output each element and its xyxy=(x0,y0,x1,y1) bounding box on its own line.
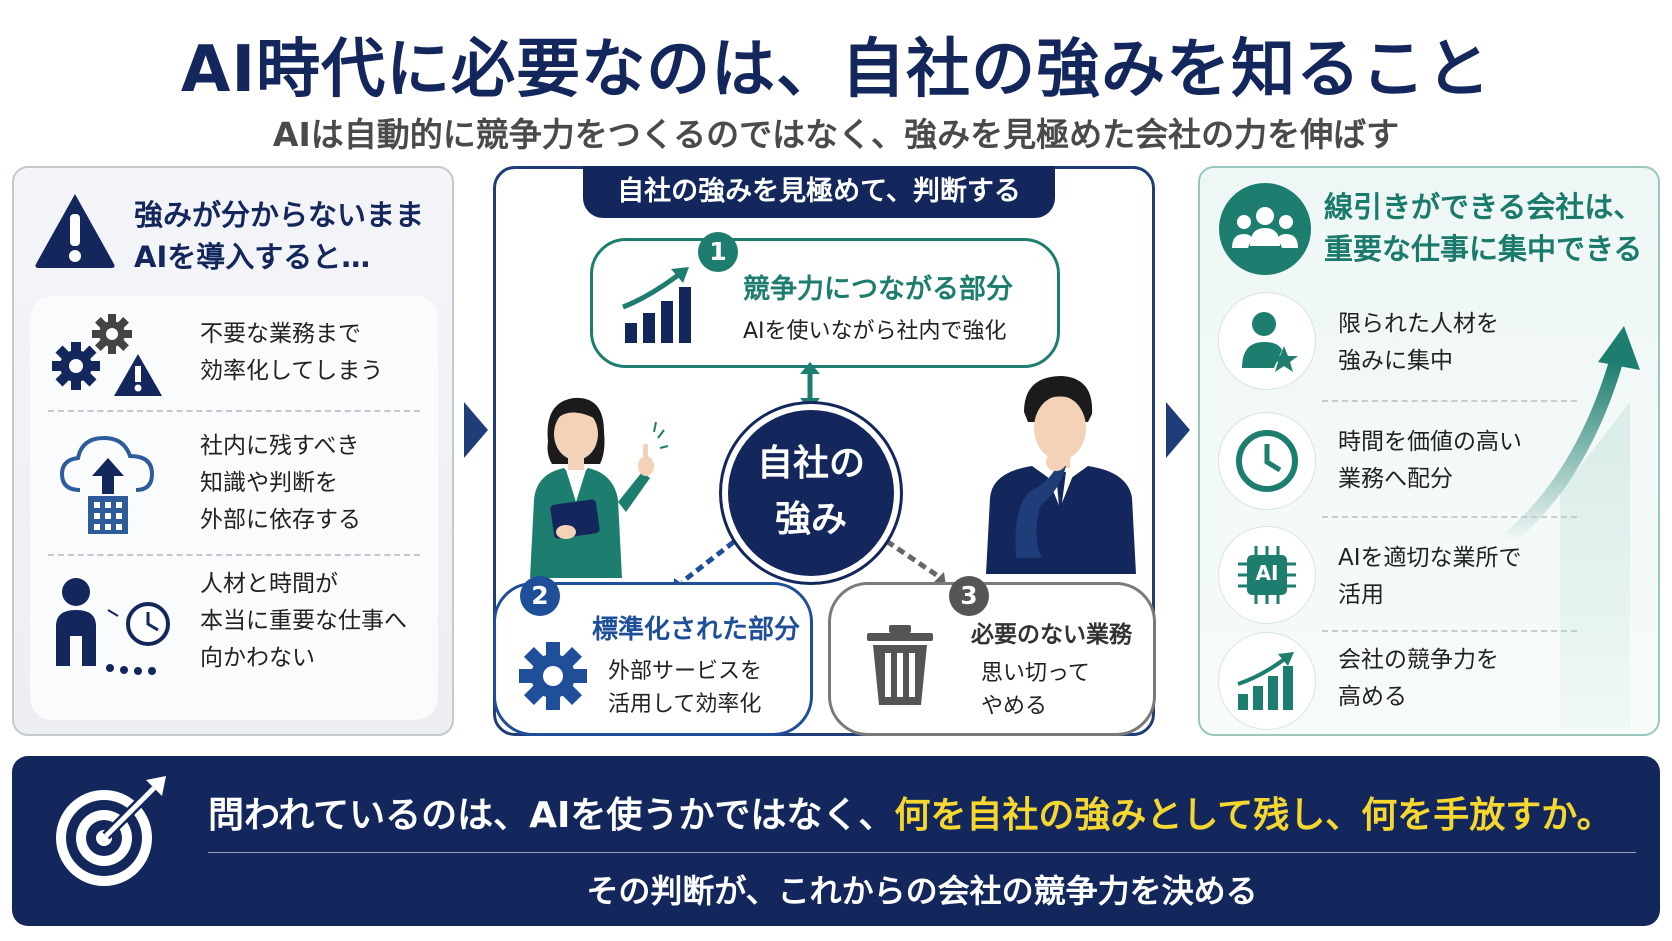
box2-title: 標準化された部分 xyxy=(592,615,801,645)
bottom-sub-message: その判断が、これからの会社の競争力を決める xyxy=(586,872,1258,910)
core-strength-label: 自社の 強み xyxy=(722,436,900,548)
right-item-icon-circle xyxy=(1218,292,1316,390)
warning-icon xyxy=(35,194,115,268)
right-item-competitiveness: 会社の競争力を 高める xyxy=(1338,642,1499,716)
target-icon xyxy=(56,776,166,886)
person-star-icon xyxy=(1242,312,1298,372)
right-item3-line2: 活用 xyxy=(1338,582,1384,608)
bottom-main-message: 問われているのは、AIを使うかではなく、何を自社の強みとして残し、何を手放すか。 xyxy=(208,786,1648,838)
box1-title: 競争力につながる部分 xyxy=(743,274,1013,305)
left-item2-line2: 知識や判断を xyxy=(200,470,338,496)
left-item2-line3: 外部に依存する xyxy=(200,507,361,533)
right-item3-line1: AIを適切な業所で xyxy=(1338,545,1522,571)
right-item-focus-talent: 限られた人材を 強みに集中 xyxy=(1338,306,1499,380)
cloud-upload-building-icon xyxy=(59,435,155,534)
box3-desc: 思い切って やめる xyxy=(981,657,1090,723)
bottom-message-bar xyxy=(12,756,1660,926)
right-panel-heading: 線引きができる会社は、 重要な仕事に集中できる xyxy=(1324,186,1642,270)
growth-chart-icon xyxy=(622,267,691,343)
box3-desc-line2: やめる xyxy=(981,694,1048,719)
woman-with-tablet-illustration xyxy=(530,397,669,578)
left-item3-line2: 本当に重要な仕事へ xyxy=(200,608,407,634)
thinking-man-illustration xyxy=(986,376,1136,574)
box-competitive-part: 競争力につながる部分 AIを使いながら社内で強化 xyxy=(590,238,1060,368)
left-heading-line1: 強みが分からないまま xyxy=(134,198,425,232)
right-item4-line2: 高める xyxy=(1338,684,1407,710)
center-panel-heading: 自社の強みを見極めて、判断する xyxy=(583,166,1055,218)
rising-arrow-graphic xyxy=(1500,326,1640,728)
left-issue-list: 不要な業務まで 効率化してしまう 社内に残すべき 知識や判断を 外部に依存する xyxy=(30,296,438,720)
right-item-ai-usage: AIを適切な業所で 活用 xyxy=(1338,540,1522,614)
box3-desc-line1: 思い切って xyxy=(981,661,1090,686)
page-subtitle: AIは自動的に競争力をつくるのではなく、強みを見極めた会社の力を伸ばす xyxy=(272,115,1400,154)
box3-title: 必要のない業務 xyxy=(971,622,1132,648)
right-item1-line2: 強みに集中 xyxy=(1338,348,1453,374)
left-panel: 強みが分からないまま AIを導入すると… xyxy=(12,166,454,736)
gears-warning-icon xyxy=(52,314,162,396)
clock-icon xyxy=(1236,430,1298,492)
bottom-main-prefix: 問われているのは、AIを使うかではなく、 xyxy=(208,795,895,836)
right-item-time-allocation: 時間を価値の高い 業務へ配分 xyxy=(1338,424,1522,498)
box-unnecessary-work: 必要のない業務 思い切って やめる xyxy=(828,582,1156,736)
box2-desc: 外部サービスを 活用して効率化 xyxy=(608,655,762,721)
left-heading-line2: AIを導入すると… xyxy=(134,240,371,274)
growth-chart-icon xyxy=(1237,652,1294,710)
left-item1-line2: 効率化してしまう xyxy=(200,358,384,384)
person-clock-icon xyxy=(56,578,170,675)
left-item-text: 不要な業務まで 効率化してしまう xyxy=(200,316,383,390)
right-heading-line1: 線引きができる会社は、 xyxy=(1324,190,1643,224)
box2-number-badge: 2 xyxy=(520,576,560,616)
gear-icon xyxy=(519,642,587,710)
left-item-unneeded-efficiency: 不要な業務まで 効率化してしまう xyxy=(30,296,438,410)
bottom-divider xyxy=(208,852,1636,853)
left-item3-line3: 向かわない xyxy=(200,645,315,671)
left-item-text: 人材と時間が 本当に重要な仕事へ 向かわない xyxy=(200,566,407,677)
chevron-right-icon xyxy=(1166,402,1190,458)
divider xyxy=(48,410,420,412)
bottom-main-highlight: 何を自社の強みとして残し、何を手放すか。 xyxy=(894,795,1613,836)
core-line2: 強み xyxy=(774,499,847,540)
page-title: AI時代に必要なのは、自社の強みを知ること xyxy=(180,33,1492,107)
left-item1-line1: 不要な業務まで xyxy=(200,321,361,347)
divider xyxy=(1322,400,1577,402)
right-item-icon-circle xyxy=(1218,632,1316,730)
left-panel-heading: 強みが分からないまま AIを導入すると… xyxy=(134,194,424,278)
left-item-text: 社内に残すべき 知識や判断を 外部に依存する xyxy=(200,428,361,539)
box2-desc-line2: 活用して効率化 xyxy=(608,692,762,717)
chevron-right-icon xyxy=(464,402,488,458)
divider xyxy=(1322,516,1577,518)
left-item-external-dependence: 社内に残すべき 知識や判断を 外部に依存する xyxy=(30,412,438,554)
divider xyxy=(48,554,420,556)
right-item2-line2: 業務へ配分 xyxy=(1338,466,1453,492)
left-item-misallocated-time: 人材と時間が 本当に重要な仕事へ 向かわない xyxy=(30,556,438,706)
core-strength-circle xyxy=(722,404,900,582)
divider xyxy=(1322,630,1577,632)
right-item2-line1: 時間を価値の高い xyxy=(1338,429,1522,455)
box1-number-badge: 1 xyxy=(698,232,738,272)
trash-icon xyxy=(867,625,933,705)
right-heading-line2: 重要な仕事に集中できる xyxy=(1324,232,1643,266)
core-line1: 自社の xyxy=(756,443,865,484)
left-item2-line1: 社内に残すべき xyxy=(200,433,360,459)
box1-desc: AIを使いながら社内で強化 xyxy=(743,319,1007,344)
team-icon xyxy=(1219,183,1311,275)
right-item4-line1: 会社の競争力を xyxy=(1338,647,1499,673)
box3-number-badge: 3 xyxy=(949,576,989,616)
box2-desc-line1: 外部サービスを xyxy=(608,659,763,684)
right-item1-line1: 限られた人材を xyxy=(1338,311,1499,337)
ai-chip-label: AI xyxy=(1255,561,1279,585)
left-item3-line1: 人材と時間が xyxy=(200,571,338,597)
left-panel-header: 強みが分からないまま AIを導入すると… xyxy=(32,186,442,286)
ai-chip-icon xyxy=(1238,546,1296,604)
